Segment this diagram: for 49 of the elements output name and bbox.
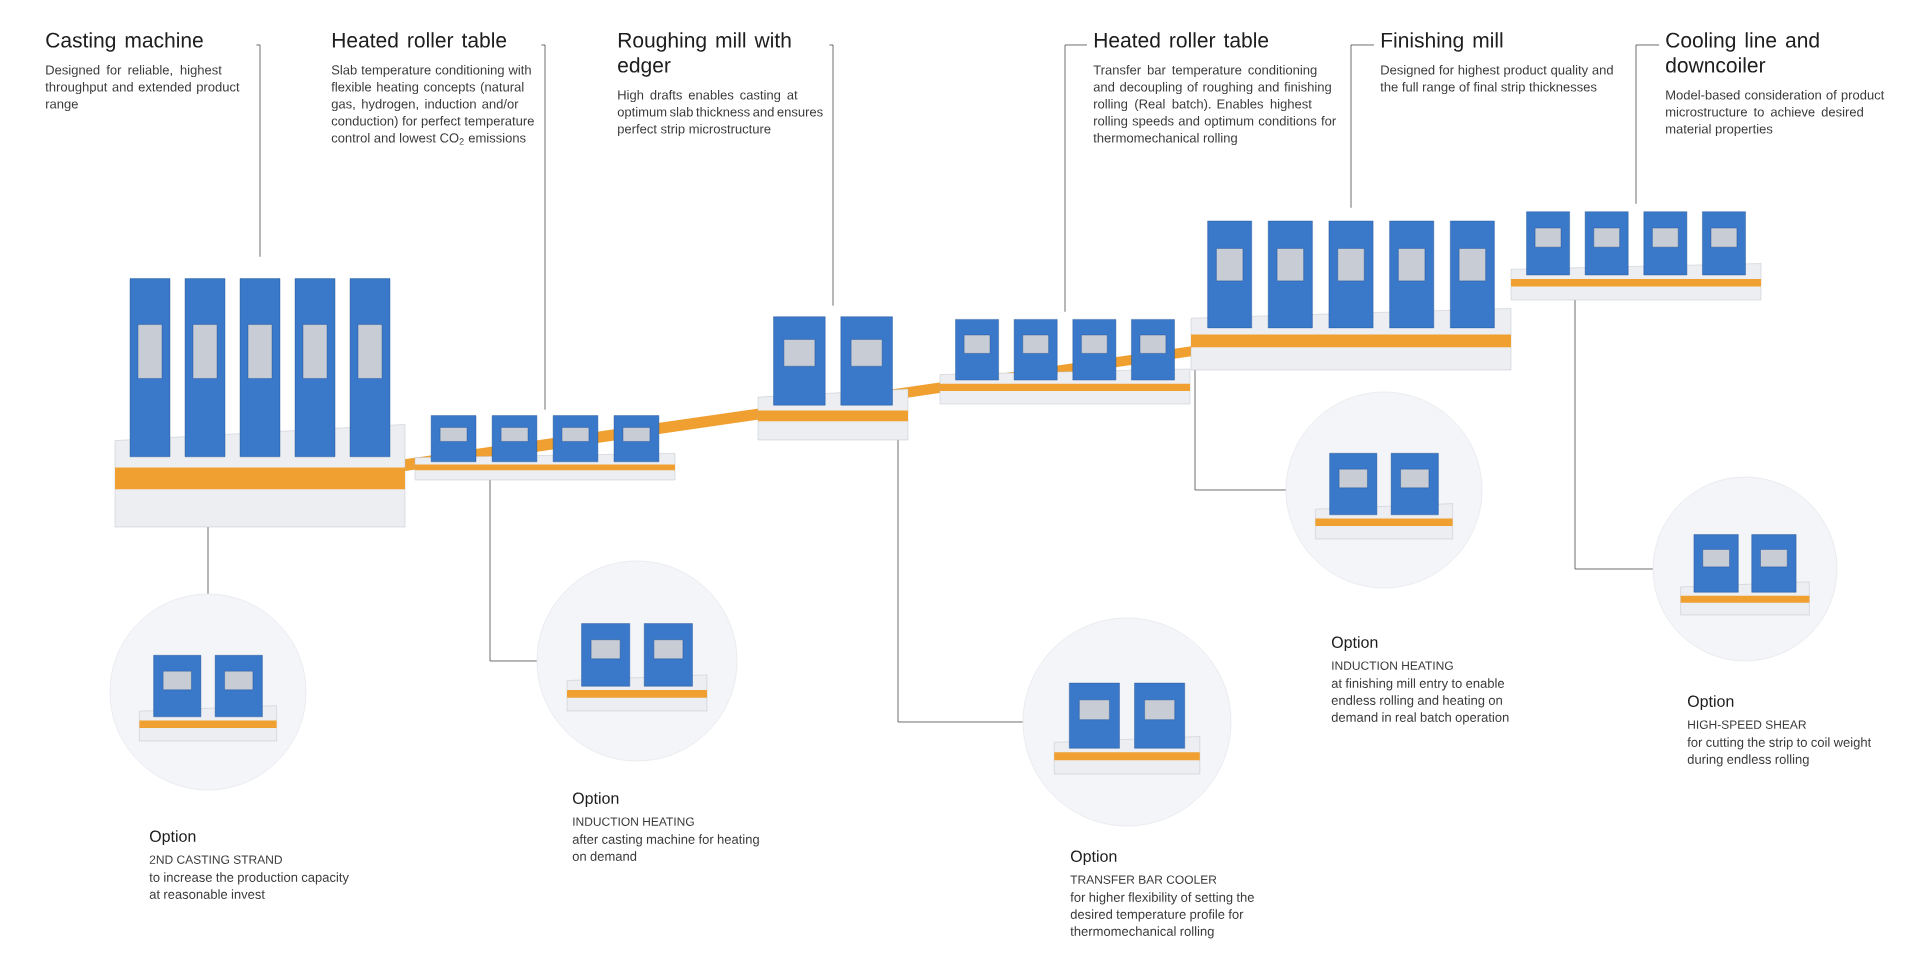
leader-line [1064,44,1088,313]
option-heading: Option [572,792,619,808]
machine-drawing [757,316,909,441]
option-description: after casting machine for heating on demand [572,834,759,861]
leader-line [1635,44,1660,205]
description: Designed for highest product quality and the full range of final strip thicknesses [1380,65,1613,95]
description: Slab temperature conditioning with flexible heating concepts (natural gas, hydrogen, induction and/or conduction) for perfect temperature control and lowest CO$_{2}$ emissions [331,65,534,145]
leader-line [897,439,1024,723]
leader-line [541,44,546,411]
inset-drawing [1285,391,1483,589]
option-title: INDUCTION HEATING [1332,661,1453,670]
leader-line [829,44,834,307]
leader-line [207,526,209,595]
inset-drawing [536,560,738,762]
option-heading: Option [149,830,196,846]
heading: Roughing mill with edger [618,32,791,77]
machine-drawing [1510,211,1762,301]
option-title: 2ND CASTING STRAND [149,855,282,864]
machine-drawing [1190,220,1512,371]
machine-drawing [414,415,676,481]
inset-drawing [109,593,307,791]
heading: Cooling line and downcoiler [1666,32,1819,73]
option-description: to increase the production capacity at reasonable invest [149,872,349,899]
option-heading: Option [1070,850,1117,866]
leader-line [489,479,538,662]
leader-line [1194,369,1287,491]
option-description: for higher flexibility of setting the desired temperature profile for thermomechanical rolling [1070,892,1254,939]
description: Designed for reliable, highest throughput and extended product range [45,65,240,112]
inset-drawing [1022,617,1232,827]
option-heading: Option [1687,695,1734,711]
option-heading: Option [1331,636,1378,652]
inset-drawing [1652,476,1838,662]
description: Model-based consideration of product microstructure to achieve desired material properties [1666,90,1885,137]
option-description: for cutting the strip to coil weight during endless rolling [1687,737,1872,767]
heading: Heated roller table [332,32,507,48]
option-title: TRANSFER BAR COOLER [1070,875,1217,884]
description: High drafts enables casting at optimum slab thickness and ensures perfect strip microstructure [617,90,823,137]
option-title: INDUCTION HEATING [573,817,694,826]
option-title: HIGH-SPEED SHEAR [1688,720,1806,729]
leader-line [1574,299,1654,570]
heading: Casting machine [46,32,203,52]
heading: Heated roller table [1094,32,1269,48]
machine-drawing [114,278,406,528]
option-description: at finishing mill entry to enable endless rolling and heating on demand in real batch operation [1331,678,1509,725]
leader-line [1350,44,1375,209]
description: Transfer bar temperature conditioning and decoupling of roughing and finishing rolling (Real batch). Enables highest rolling speeds and optimum conditions for thermomechanical rolling [1093,65,1336,146]
machine-drawing [939,319,1191,405]
leader-line [256,44,261,258]
heading: Finishing mill [1381,32,1503,52]
